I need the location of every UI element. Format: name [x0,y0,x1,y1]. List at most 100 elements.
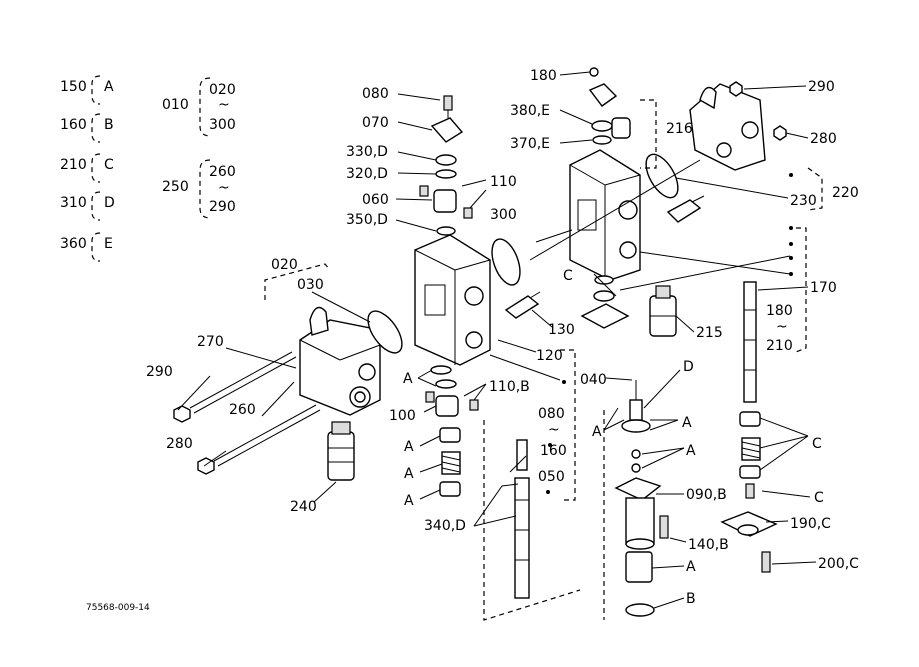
ball-a2 [631,463,641,473]
bracket-020 [264,263,331,300]
callout-a: A [403,371,413,387]
end-cover-right [689,83,766,171]
callout-a: A [682,415,692,431]
legend-brace [91,153,101,183]
callout-216: 216 [666,121,693,137]
legend-brace [91,191,101,221]
callout-range-sep-right: ~ [776,319,788,335]
range-from-020: 020 [209,82,236,98]
o-ring-370 [592,135,612,145]
screw-180 [589,67,599,77]
callout-300: 300 [490,207,517,223]
pin-110b-d [469,399,479,411]
callout-160-range: 160 [540,443,567,459]
sleeve-a [625,551,653,583]
callout-180-range: 180 [766,303,793,319]
seal-330 [435,154,457,166]
callout-130: 130 [548,322,575,338]
o-ring-030 [367,310,403,354]
legend-code-c: C [104,157,114,173]
callout-330d: 330,D [346,144,388,160]
callout-a: A [404,466,414,482]
range-sep: ~ [218,180,230,196]
o-ring-a1 [430,365,452,375]
legend-code-d: D [104,195,115,211]
range-num-010: 010 [162,97,189,113]
callout-110: 110 [490,174,517,190]
plug-216 [611,117,631,139]
legend-code-b: B [104,117,114,133]
callout-050: 050 [538,469,565,485]
callout-370e: 370,E [510,136,550,152]
collar-a2 [439,481,461,497]
flange-070 [430,117,464,143]
valve-body-center [414,234,491,366]
leader-lines [177,71,817,609]
tie-bolt-260 [213,404,321,467]
pin-110a [419,185,429,197]
callout-200c: 200,C [818,556,859,572]
callout-a: A [404,439,414,455]
callout-100: 100 [389,408,416,424]
callout-020: 020 [271,257,298,273]
callout-280-right: 280 [810,131,837,147]
callout-240: 240 [290,499,317,515]
callout-380e: 380,E [510,103,550,119]
range-brace [199,77,211,137]
callout-a: A [404,493,414,509]
bolt-140 [659,515,669,539]
bracket-170 [795,227,807,353]
callout-030: 030 [297,277,324,293]
legend-group: 150 A 160 B 210 C 310 D 360 E 010 020 ~ … [60,75,236,262]
callout-350d: 350,D [346,212,388,228]
range-sep: ~ [218,97,230,113]
bolt-080 [443,95,453,111]
callout-140b: 140,B [688,537,729,553]
lever-shaft-040 [621,380,651,433]
plate-c [580,303,630,329]
o-ring-350 [436,226,456,236]
legend-num-160: 160 [60,117,87,133]
check-valve-130 [504,291,541,319]
callout-220: 220 [832,185,859,201]
legend-brace [91,75,101,105]
callout-a: A [686,559,696,575]
callout-210-range: 210 [766,338,793,354]
spool-stem-180-210 [743,281,757,403]
check-valve-right [666,195,705,223]
valve-body-right [569,149,641,281]
callout-340d: 340,D [424,518,466,534]
bolt-c [745,483,755,499]
collar-c2 [739,465,761,479]
bracket-220 [807,167,823,211]
range-080-160-bracket [560,349,576,501]
cover-180 [588,83,618,107]
ball-a [631,449,641,459]
callout-190c: 190,C [790,516,831,532]
range-to-290: 290 [209,199,236,215]
legend-num-210: 210 [60,157,87,173]
pin-110b [463,207,473,219]
tie-bolt-270 [189,351,297,414]
callout-230: 230 [790,193,817,209]
legend-brace [91,113,101,143]
callout-c: C [563,268,573,284]
o-ring-300 [491,238,521,286]
range-from-260: 260 [209,164,236,180]
callout-c: C [814,490,824,506]
legend-code-a: A [104,79,114,95]
legend-num-150: 150 [60,79,87,95]
callout-labels: 080 070 330,D 320,D 060 110 350,D 300 02… [146,68,859,607]
callout-290-right: 290 [808,79,835,95]
callout-a: A [686,443,696,459]
callout-080-range: 080 [538,406,565,422]
nut-280-right [773,125,787,141]
callout-range-sep: ~ [548,422,560,438]
callout-170: 170 [810,280,837,296]
callout-260: 260 [229,402,256,418]
callout-320d: 320,D [346,166,388,182]
bracket-216 [640,99,657,169]
legend-brace [91,232,101,262]
callout-080: 080 [362,86,389,102]
range-brace [199,159,211,219]
